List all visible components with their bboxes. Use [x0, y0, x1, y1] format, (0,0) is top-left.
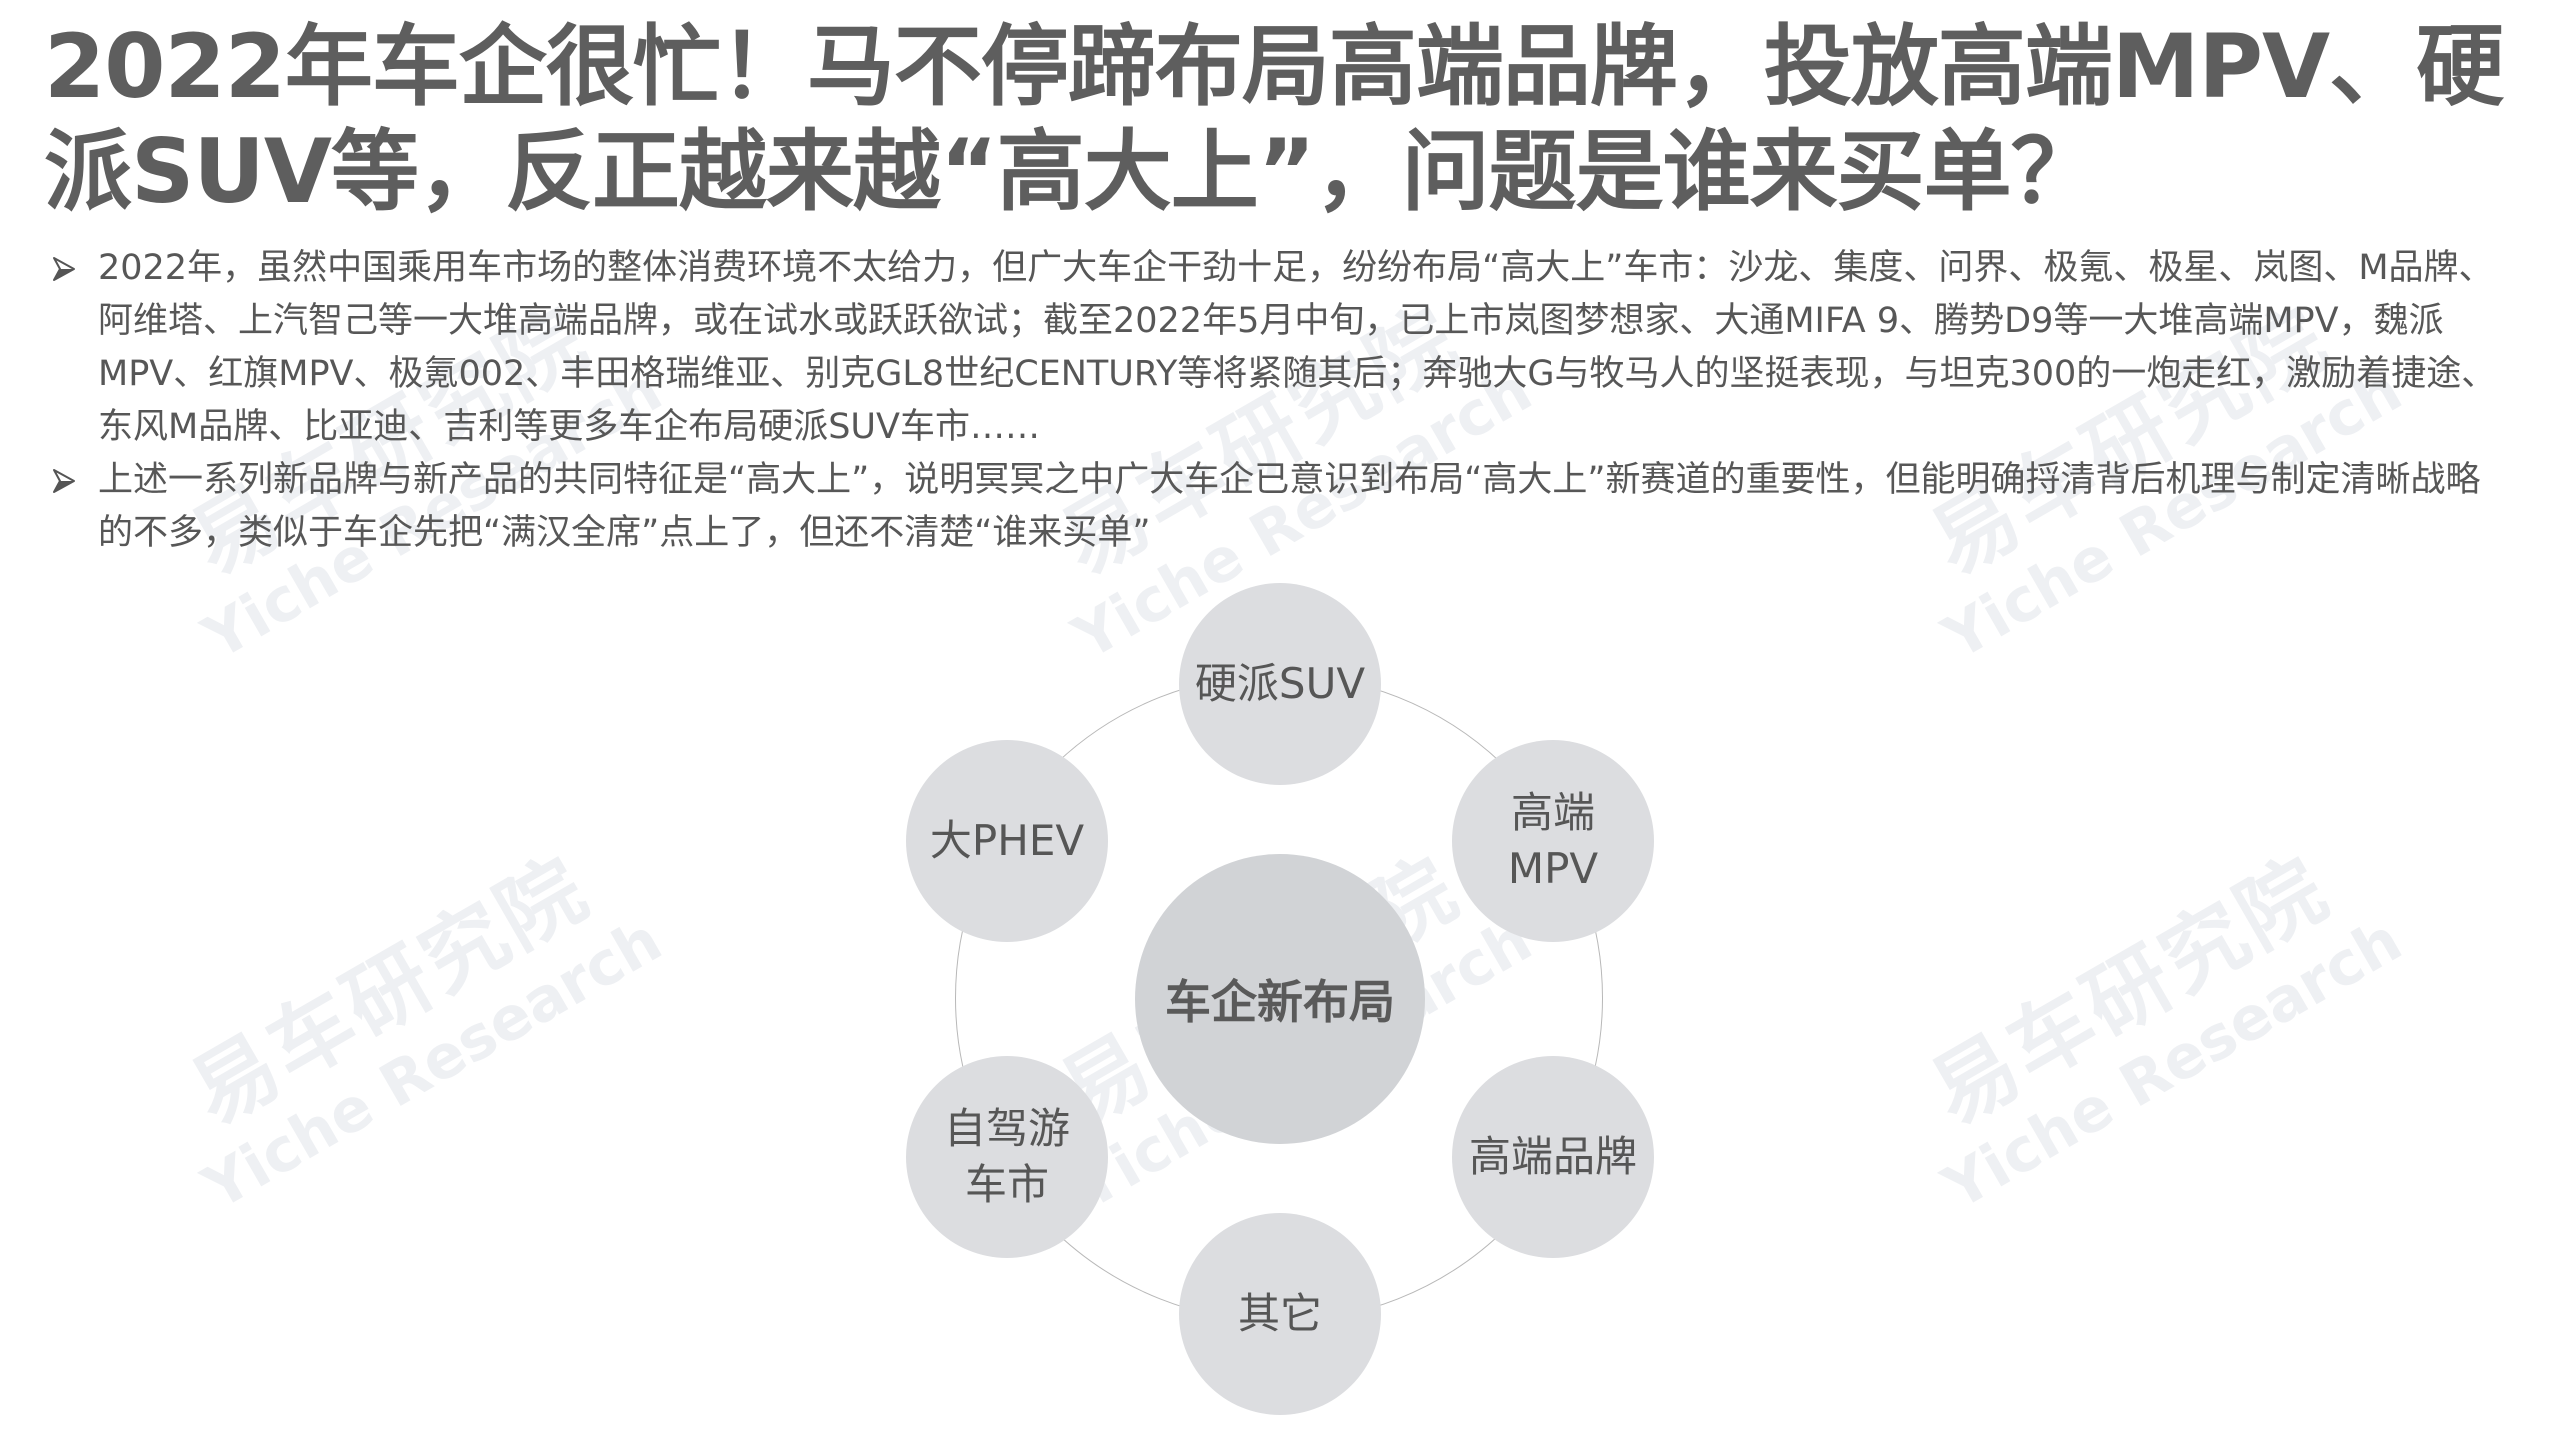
arrowhead-bullet-icon — [53, 257, 75, 281]
arrowhead-bullet-icon — [53, 469, 75, 493]
node-premium-brand: 高端品牌 — [1452, 1056, 1654, 1258]
node-label: 高端品牌 — [1468, 1132, 1637, 1181]
node-label: 大PHEV — [929, 816, 1085, 865]
node-others: 其它 — [1179, 1213, 1381, 1415]
bullet-item: 2022年，虽然中国乘用车市场的整体消费环境不太给力，但广大车企干劲十足，纷纷布… — [52, 242, 2512, 454]
bullet-text: 2022年，虽然中国乘用车市场的整体消费环境不太给力，但广大车企干劲十足，纷纷布… — [98, 248, 2497, 447]
node-premium-mpv: 高端 MPV — [1452, 740, 1654, 942]
node-self-drive-travel-market: 自驾游 车市 — [906, 1056, 1108, 1258]
center-node-label: 车企新布局 — [1165, 975, 1395, 1029]
node-label: 硬派SUV — [1194, 659, 1366, 708]
node-label: 其它 — [1237, 1289, 1322, 1338]
bullet-text: 上述一系列新品牌与新产品的共同特征是“高大上”，说明冥冥之中广大车企已意识到布局… — [98, 460, 2481, 553]
center-node: 车企新布局 — [1135, 854, 1425, 1144]
page-title: 2022年车企很忙！马不停蹄布局高端品牌，投放高端MPV、硬派SUV等，反正越来… — [44, 15, 2504, 223]
node-large-phev: 大PHEV — [906, 740, 1108, 942]
node-hardcore-suv: 硬派SUV — [1179, 583, 1381, 785]
bullet-list: 2022年，虽然中国乘用车市场的整体消费环境不太给力，但广大车企干劲十足，纷纷布… — [52, 242, 2512, 560]
node-label: 高端 MPV — [1507, 788, 1599, 893]
node-label: 自驾游 车市 — [943, 1104, 1070, 1209]
bullet-item: 上述一系列新品牌与新产品的共同特征是“高大上”，说明冥冥之中广大车企已意识到布局… — [52, 454, 2512, 560]
